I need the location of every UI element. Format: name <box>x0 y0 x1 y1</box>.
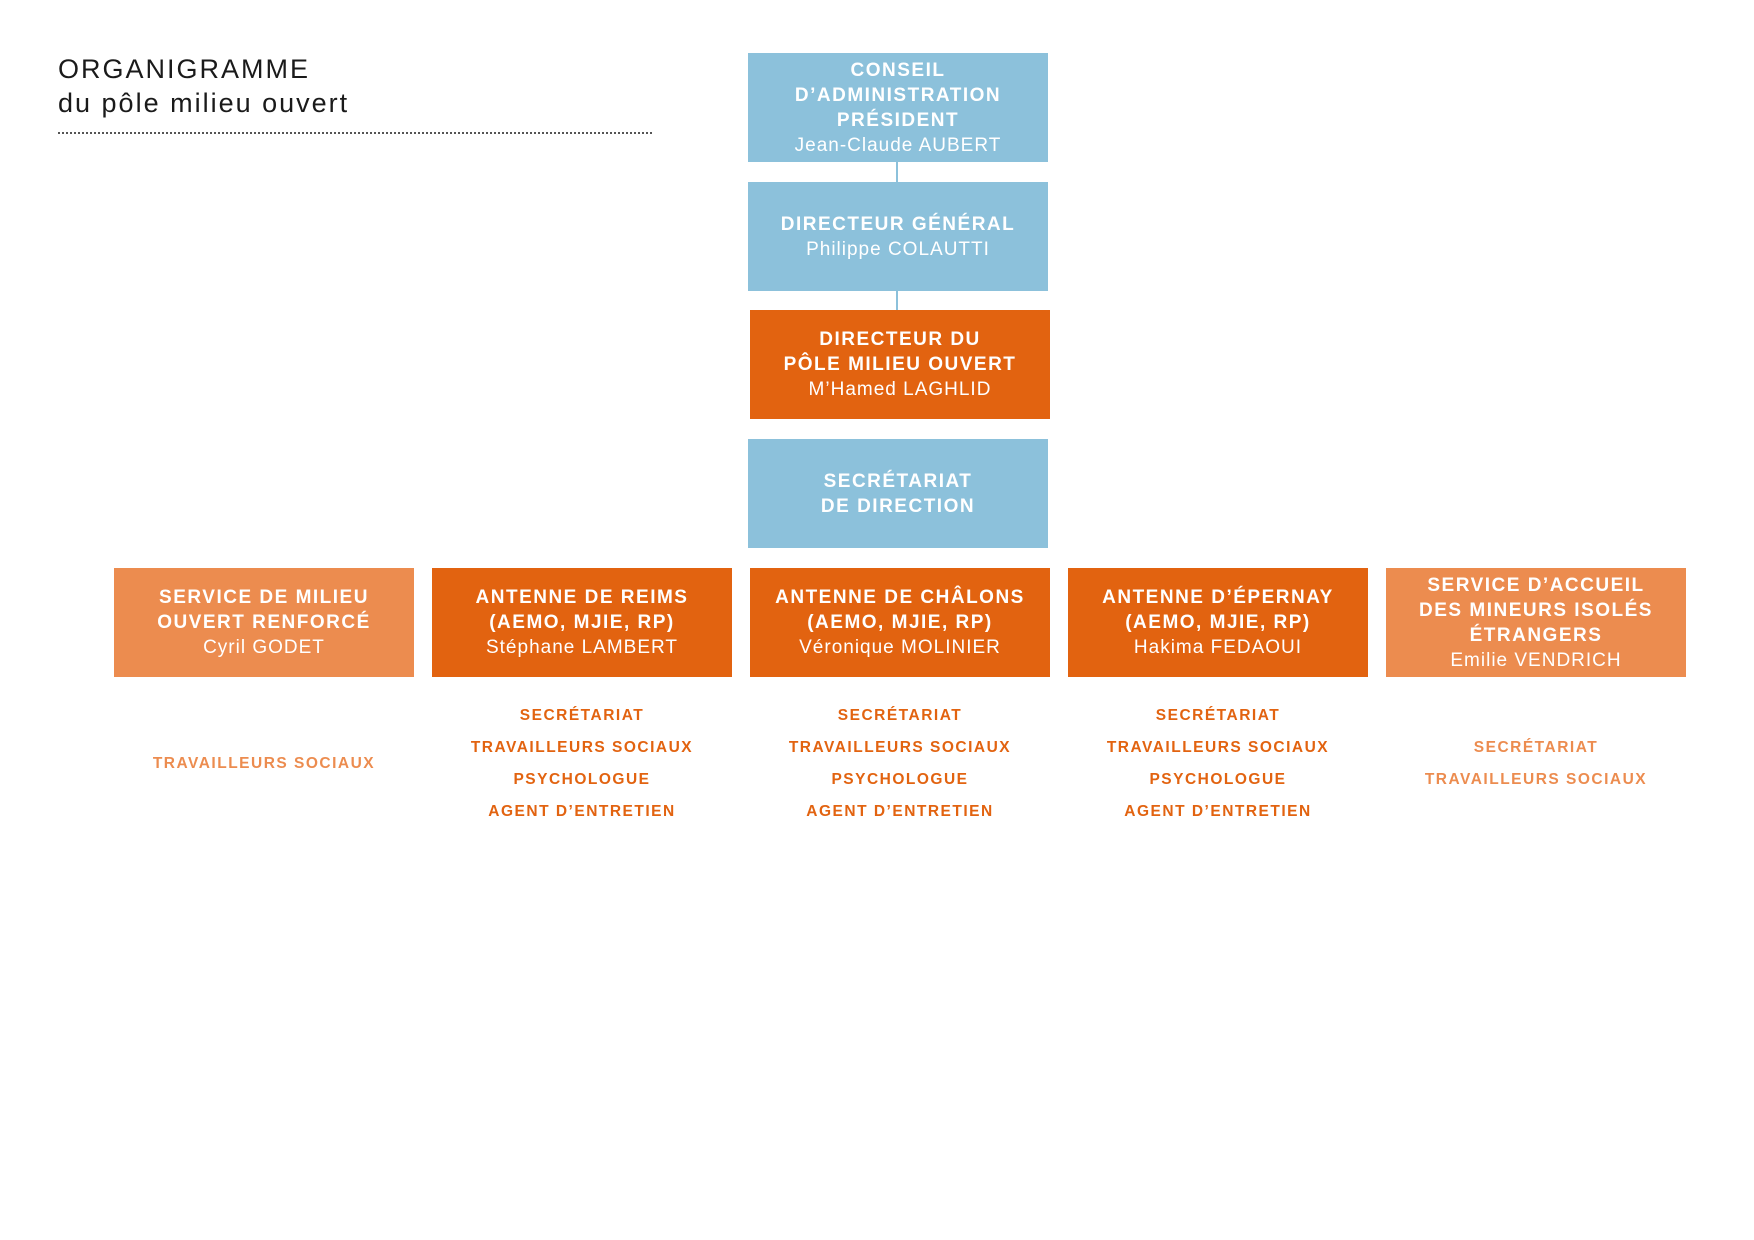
title-line-1: ORGANIGRAMME <box>58 54 311 84</box>
staff-role: TRAVAILLEURS SOCIAUX <box>470 739 694 756</box>
staff-role: AGENT D’ENTRETIEN <box>488 803 676 820</box>
box-label-line: (AEMO, MJIE, RP) <box>807 612 993 633</box>
box-person-name: Hakima FEDAOUI <box>1133 637 1303 658</box>
service-smor-box: SERVICE DE MILIEU OUVERT RENFORCÉ Cyril GO… <box>114 568 414 677</box>
node-conseil-administration-box: CONSEIL D’ADMINISTRATION PRÉSIDENT Jean-Cl… <box>748 53 1048 162</box>
staff-role: AGENT D’ENTRETIEN <box>1124 803 1312 820</box>
box-label-line: DE DIRECTION <box>820 495 976 517</box>
staff-role: SECRÉTARIAT <box>1473 739 1599 756</box>
box-person-name: M’Hamed LAGHLID <box>808 379 992 400</box>
staff-role: TRAVAILLEURS SOCIAUX <box>152 755 376 772</box>
staff-role: TRAVAILLEURS SOCIAUX <box>1106 739 1330 756</box>
staff-role: PSYCHOLOGUE <box>831 771 969 788</box>
box-label-line: PÔLE MILIEU OUVERT <box>783 354 1017 375</box>
box-label-line: DIRECTEUR DU <box>819 329 981 350</box>
box-label-line: (AEMO, MJIE, RP) <box>1125 612 1311 633</box>
box-label-line: ANTENNE D’ÉPERNAY <box>1102 587 1334 608</box>
box-label-line: DES MINEURS ISOLÉS <box>1419 599 1653 621</box>
box-person-name: Stéphane LAMBERT <box>485 637 679 658</box>
box-person-name: Jean-Claude AUBERT <box>794 134 1002 156</box>
staff-role: AGENT D’ENTRETIEN <box>806 803 994 820</box>
node-secretariat-direction-box: SECRÉTARIAT DE DIRECTION <box>748 439 1048 548</box>
staff-role: TRAVAILLEURS SOCIAUX <box>1424 771 1648 788</box>
box-label-line: SERVICE D’ACCUEIL <box>1427 574 1645 596</box>
node-directeur-pole-box: DIRECTEUR DU PÔLE MILIEU OUVERT M’Hamed LA… <box>750 310 1050 419</box>
service-samie-box: SERVICE D’ACCUEIL DES MINEURS ISOLÉS ÉTRAN… <box>1386 568 1686 677</box>
service-chalons-box: ANTENNE DE CHÂLONS (AEMO, MJIE, RP) Véroni… <box>750 568 1050 677</box>
box-person-name: Cyril GODET <box>203 637 325 658</box>
node-directeur-general-box: DIRECTEUR GÉNÉRAL Philippe COLAUTTI <box>748 182 1048 291</box>
box-person-name: Emilie VENDRICH <box>1450 649 1622 671</box>
service-reims-box: ANTENNE DE REIMS (AEMO, MJIE, RP) Stéphane… <box>432 568 732 677</box>
title-line-2: du pôle milieu ouvert <box>58 88 350 118</box>
box-label-line: DIRECTEUR GÉNÉRAL <box>780 213 1016 235</box>
staff-role: PSYCHOLOGUE <box>513 771 651 788</box>
title-block: ORGANIGRAMME du pôle milieu ouvert <box>58 52 652 120</box>
connector-line <box>896 162 898 182</box>
box-label-line: (AEMO, MJIE, RP) <box>489 612 675 633</box>
box-label-line: SECRÉTARIAT <box>823 470 973 492</box>
staff-role: TRAVAILLEURS SOCIAUX <box>788 739 1012 756</box>
box-label-line: ANTENNE DE REIMS <box>475 587 689 608</box>
box-label-line: PRÉSIDENT <box>836 109 960 131</box>
staff-role: SECRÉTARIAT <box>1155 707 1281 724</box>
service-epernay-box: ANTENNE D’ÉPERNAY (AEMO, MJIE, RP) Hakima … <box>1068 568 1368 677</box>
staff-role: SECRÉTARIAT <box>519 707 645 724</box>
box-label-line: OUVERT RENFORCÉ <box>157 612 371 633</box>
title-divider <box>58 132 652 134</box>
staff-role: SECRÉTARIAT <box>837 707 963 724</box>
staff-role: PSYCHOLOGUE <box>1149 771 1287 788</box>
box-label-line: ANTENNE DE CHÂLONS <box>775 587 1025 608</box>
box-person-name: Véronique MOLINIER <box>799 637 1001 658</box>
box-label-line: CONSEIL D’ADMINISTRATION <box>794 59 1002 106</box>
box-label-line: ÉTRANGERS <box>1469 624 1603 646</box>
box-label-line: SERVICE DE MILIEU <box>159 587 369 608</box>
box-person-name: Philippe COLAUTTI <box>806 238 990 260</box>
connector-line <box>896 291 898 310</box>
